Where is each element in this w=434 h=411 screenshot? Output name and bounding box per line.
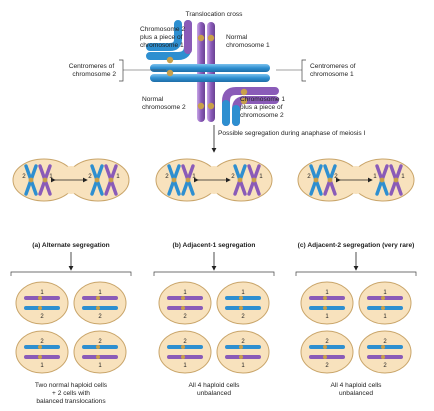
gamete-number: 1: [40, 290, 44, 296]
gamete-number: 1: [40, 363, 44, 369]
chromosome-number: 1: [116, 173, 120, 180]
chromosome-number: 1: [373, 173, 377, 180]
normal-chromosome-2-glyph: [150, 64, 270, 82]
gamete-number: 2: [40, 314, 44, 320]
chromosome-number: 2: [165, 173, 169, 180]
gamete-number: 1: [383, 314, 387, 320]
panel-caption: (c) Adjacent-2 segregation (very rare): [298, 242, 415, 249]
bracket-centromeres-chr1: [301, 59, 306, 82]
label-normal-chr2: Normal chromosome 2: [142, 96, 186, 111]
panel-caption: (a) Alternate segregation: [32, 242, 109, 249]
gamete-number: 2: [241, 339, 245, 345]
gamete-number: 2: [183, 314, 187, 320]
gamete-number: 1: [183, 363, 187, 369]
gamete-number: 1: [325, 290, 329, 296]
gamete-bracket: [10, 271, 132, 276]
gamete-number: 1: [98, 290, 102, 296]
segregation-note: Possible segregation during anaphase of …: [218, 130, 366, 137]
gamete-bracket: [153, 271, 275, 276]
chromosome-number: 2: [22, 173, 26, 180]
chromosome-number: 2: [307, 173, 311, 180]
gamete-cell: 22: [300, 330, 354, 374]
gamete-number: 2: [40, 339, 44, 345]
label-chr2-plus-piece: Chromosome 2 plus a piece of chromosome …: [140, 26, 187, 49]
top-centromeres: [166, 34, 248, 110]
gamete-number: 1: [383, 290, 387, 296]
gamete-cell: 11: [358, 281, 412, 325]
anaphase-chromosomes: [24, 164, 118, 196]
gamete-cell: 21: [158, 330, 212, 374]
gamete-cell: 11: [300, 281, 354, 325]
anaphase-chromosomes: [167, 164, 261, 196]
chromosome-number: 1: [192, 173, 196, 180]
gamete-number: 1: [183, 290, 187, 296]
anaphase-chromosomes: [309, 164, 403, 196]
segregation-arrows: Possible segregation during anaphase of …: [211, 125, 366, 153]
gamete-number: 1: [325, 314, 329, 320]
gamete-number: 2: [183, 339, 187, 345]
translocated-chromosome-2: [146, 20, 192, 60]
bracket-centromeres-chr2: [119, 59, 124, 82]
gamete-cell: 12: [158, 281, 212, 325]
gamete-number: 2: [383, 339, 387, 345]
gamete-cell: 21: [73, 330, 127, 374]
gamete-cell: 21: [216, 330, 270, 374]
gamete-number: 1: [241, 363, 245, 369]
gamete-number: 2: [383, 363, 387, 369]
gamete-number: 1: [241, 290, 245, 296]
gamete-number: 2: [241, 314, 245, 320]
label-centromeres-chr1: Centromeres of chromosome 1: [310, 63, 357, 78]
gamete-number: 2: [98, 339, 102, 345]
gamete-cell: 21: [15, 330, 69, 374]
gamete-number: 2: [325, 363, 329, 369]
label-normal-chr1: Normal chromosome 1: [226, 34, 270, 49]
chromosome-number: 1: [259, 173, 263, 180]
gamete-number: 2: [325, 339, 329, 345]
gamete-number: 1: [98, 363, 102, 369]
gamete-cell: 22: [358, 330, 412, 374]
gamete-bracket: [295, 271, 417, 276]
gamete-number: 2: [98, 314, 102, 320]
chromosome-number: 2: [231, 173, 235, 180]
label-chr1-plus-piece: Chromosome 1 plus a piece of chromosome …: [240, 96, 287, 119]
chromosome-number: 1: [401, 173, 405, 180]
gamete-cell: 12: [73, 281, 127, 325]
gamete-cell: 12: [15, 281, 69, 325]
chromosome-number: 1: [49, 173, 53, 180]
gamete-cell: 12: [216, 281, 270, 325]
panel-caption: (b) Adjacent-1 segregation: [173, 242, 256, 249]
title: Translocation cross: [186, 11, 244, 18]
translocation-cross: Translocation cross: [69, 11, 357, 126]
chromosome-number: 2: [334, 173, 338, 180]
chromosome-number: 2: [88, 173, 92, 180]
label-centromeres-chr2: Centromeres of chromosome 2: [69, 63, 117, 78]
